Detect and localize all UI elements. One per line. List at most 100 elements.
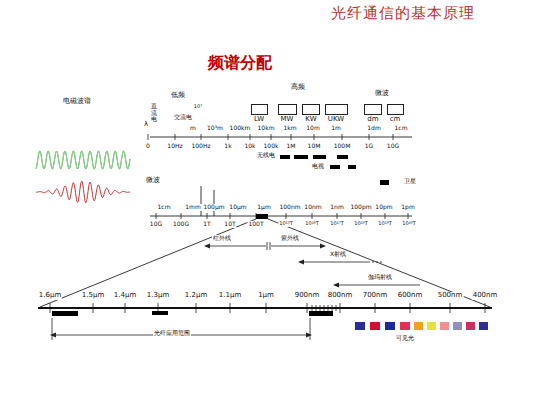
scale-label: 10¹⁷T (329, 221, 344, 227)
scale-label: 10Hz (166, 143, 183, 150)
xray-dash (368, 262, 382, 263)
wave-line (36, 151, 130, 169)
scale-label: 0 (145, 143, 151, 150)
arrowhead (50, 333, 56, 338)
tv-bar (348, 165, 356, 169)
wave-line (36, 181, 130, 203)
scale-label: 10k (243, 143, 256, 150)
scale-label: 1.4μm (113, 292, 137, 300)
scale-label: 1mm (184, 204, 202, 211)
scale-label: 10¹⁵T (278, 221, 293, 227)
radio-bar (337, 155, 348, 159)
scale-label: 700nm (362, 292, 389, 300)
visible-swatches (355, 322, 488, 330)
wave-line (36, 151, 130, 169)
divider-line (214, 190, 215, 216)
scale-label: 低频 (170, 92, 186, 100)
fiber-window-bar (309, 311, 333, 316)
scale-label: 伽玛射线 (367, 274, 393, 281)
arrowhead (320, 244, 326, 249)
scale-label: 卫星 (403, 178, 417, 185)
scale-label: λ (143, 121, 149, 129)
band-name: KW (305, 116, 316, 123)
drawing-part (479, 322, 488, 330)
scale-label: 100k (263, 143, 280, 150)
scale-label: 100pm (349, 204, 372, 211)
scale-label: 1μm (256, 204, 271, 211)
gamma-arrow (335, 285, 420, 286)
scale-label: 高频 (290, 84, 306, 92)
band-name: cm (390, 116, 401, 123)
scale-label: 1nm (329, 204, 344, 211)
divider-line (201, 186, 202, 216)
scale-label: 100nm (278, 204, 301, 211)
scale-label: 紫外线 (280, 235, 300, 242)
scale-label: 1k (223, 143, 232, 150)
scale-label: 10G (149, 221, 163, 228)
xray-arrow (300, 262, 368, 263)
axis-ticks (50, 134, 485, 313)
scale-label: 直流电 (150, 103, 158, 123)
scale-label: m (189, 125, 197, 132)
scale-label: 1.5μm (81, 292, 105, 300)
scale-label: 1T (202, 221, 211, 228)
scale-label: 10¹⁸T (353, 221, 368, 227)
scale-label: 可见光 (395, 335, 415, 342)
axis-line (150, 216, 412, 217)
band-name: MW (281, 116, 294, 123)
scale-label: 1M (286, 143, 297, 150)
radio-bar (294, 155, 308, 159)
scale-label: 800nm (327, 292, 354, 300)
divider-mark (267, 242, 268, 250)
radio-bar (313, 155, 326, 159)
scale-label: 100M (333, 143, 352, 150)
fiber-window-bar (152, 311, 168, 315)
scale-label: 微波 (374, 90, 390, 98)
range-end (52, 318, 53, 340)
scale-label: 100G (172, 221, 190, 228)
axes (40, 137, 490, 307)
bottom-axis (38, 307, 492, 309)
arrowhead (204, 244, 210, 249)
infrared-arrow (206, 246, 266, 247)
drawing-part (355, 322, 365, 330)
arrowheads (50, 244, 339, 338)
drawing-part (370, 322, 380, 330)
band-tag: UKW (325, 104, 348, 115)
scale-label: 100Hz (190, 143, 211, 150)
drawing-part (440, 322, 449, 330)
zoom-line (40, 219, 256, 307)
uv-arrow (271, 246, 324, 247)
drawing-part (385, 322, 395, 330)
scale-label: 10m (305, 125, 320, 132)
scale-label: 电视 (311, 163, 325, 170)
band-tag: MW (278, 104, 297, 115)
scale-label: X射线 (329, 251, 347, 258)
scale-label: 10km (257, 125, 276, 132)
scale-label: 10μm (228, 204, 247, 211)
scale-label: 微波 (145, 177, 161, 185)
scale-label: 1dm (366, 125, 381, 132)
band-name: UKW (328, 116, 344, 123)
scale-label: 无线电 (256, 152, 276, 159)
drawing-part (466, 322, 475, 330)
scale-label: 1.6μm (38, 292, 62, 300)
satellite-bar (380, 180, 389, 185)
scale-label: 1μm (257, 292, 275, 300)
scale-label: 光纤应用范围 (153, 330, 191, 337)
fiber-window-bar (256, 214, 268, 219)
scale-label: 1m (330, 125, 342, 132)
band-name: LW (254, 116, 264, 123)
drawing-part (400, 322, 410, 330)
page-title: 光纤通信的基本原理 (331, 4, 475, 23)
drawing-part (414, 322, 423, 330)
band-name: dm (367, 116, 378, 123)
scale-label: 10¹⁹T (377, 221, 392, 227)
scale-label: 电磁波谱 (62, 98, 92, 106)
band-tag: KW (302, 104, 320, 115)
band-tag: cm (387, 104, 404, 115)
scale-label: 1km (282, 125, 297, 132)
scale-label: 100T (247, 221, 264, 228)
drawing-part (427, 322, 436, 330)
scale-label: 1.3μm (146, 292, 170, 300)
